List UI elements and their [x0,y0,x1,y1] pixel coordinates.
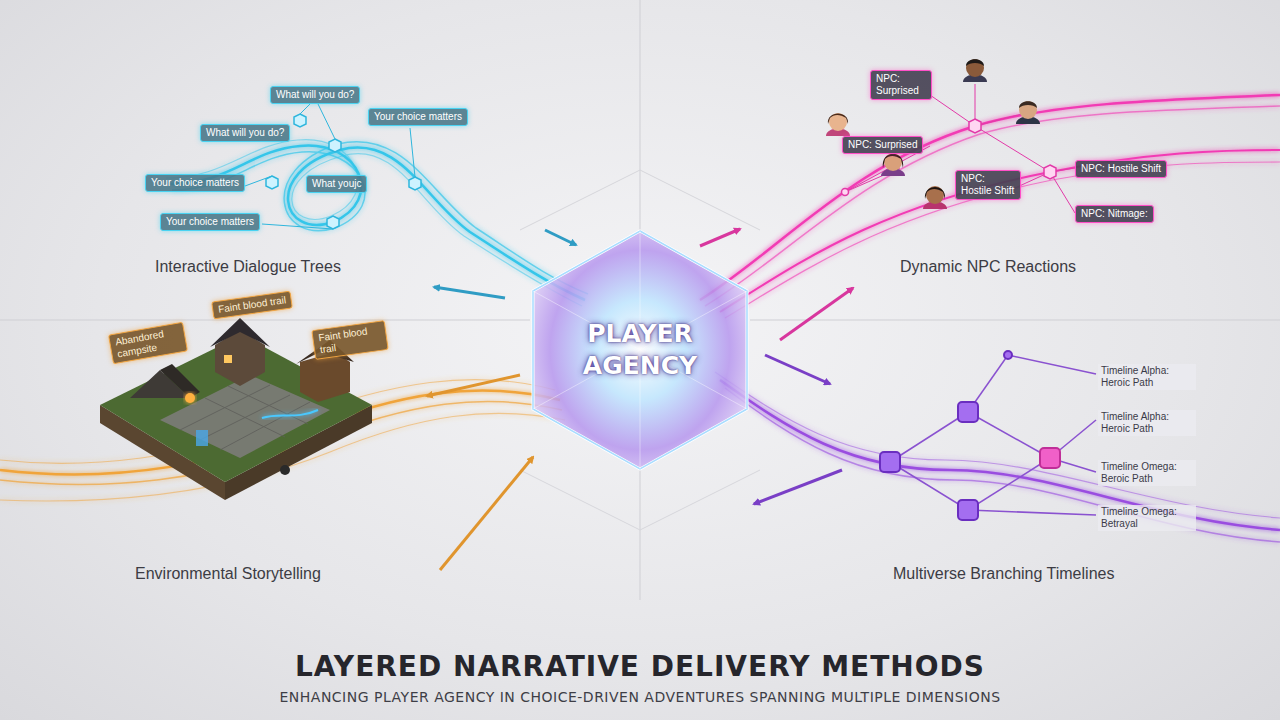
npc-reaction-box: NPC: Hostile Shift [1075,160,1167,178]
bubble-text: NPC: Surprised [876,73,926,97]
flow-arrow [427,229,853,570]
section-label: Multiverse Branching Timelines [893,565,1114,583]
diagram-title: LAYERED NARRATIVE DELIVERY METHODS [0,650,1280,683]
bubble-text: Faint blood trail [217,294,286,315]
environment-tag: Faint blood trail [211,290,293,319]
hexagon-outline [530,228,750,472]
npc-avatar [826,59,1040,209]
npc-flow [700,95,1280,318]
guide-line [520,170,760,530]
agency-label: PLAYER AGENCY [565,318,715,382]
bubble-text: NPC: Nitmage: [1081,208,1148,220]
dialogue-bubble: What youjc [306,175,367,193]
environment-tag: Faint blood trail [311,320,388,360]
dialogue-flow [166,140,588,306]
timeline-label: Timeline Alpha: Heroic Path [1098,410,1196,436]
npc-reaction-box: NPC: Surprised [842,136,923,154]
dialogue-bubble: Your choice matters [145,174,245,192]
bubble-text: What youjc [312,178,361,190]
leader-line [845,84,1075,213]
reaction-node [842,119,1057,196]
bubble-text: Your choice matters [374,111,462,123]
npc-reaction-box: NPC: Nitmage: [1075,205,1154,223]
section-label: Dynamic NPC Reactions [900,258,1076,276]
timeline-label: Timeline Alpha: Heroic Path [1098,364,1196,390]
bubble-text: NPC: Hostile Shift [961,173,1015,197]
section-label: Interactive Dialogue Trees [155,258,341,276]
section-label: Environmental Storytelling [135,565,321,583]
bubble-text: Abandored campsite [114,326,181,361]
bubble-text: Faint blood trail [318,324,383,356]
environment-tag: Abandored campsite [108,322,188,365]
npc-reaction-box: NPC: Surprised [870,70,932,100]
diagram-caption: ENHANCING PLAYER AGENCY IN CHOICE-DRIVEN… [0,689,1280,705]
bubble-text: Your choice matters [166,216,254,228]
bubble-text: Your choice matters [151,177,239,189]
bubble-text: What will you do? [206,127,284,139]
bubble-text: NPC: Surprised [848,139,917,151]
divider-line [640,470,641,600]
divider-line [750,320,1280,321]
timeline-label: Timeline Omega: Betrayal [1098,505,1196,531]
divider-line [640,0,641,230]
divider-line [0,320,530,321]
timeline-label: Timeline Omega: Beroic Path [1098,460,1196,486]
timeline-node [880,351,1060,520]
npc-reaction-box: NPC: Hostile Shift [955,170,1021,200]
timeline-flow [715,372,1280,542]
bubble-text: NPC: Hostile Shift [1081,163,1161,175]
dialogue-bubble: Your choice matters [368,108,468,126]
timeline-branch [890,355,1096,515]
dialogue-bubble: What will you do? [270,86,360,104]
agency-hexagon: PLAYER AGENCY [530,228,750,472]
dialogue-bubble: What will you do? [200,124,290,142]
dialogue-bubble: Your choice matters [160,213,260,231]
bubble-text: What will you do? [276,89,354,101]
